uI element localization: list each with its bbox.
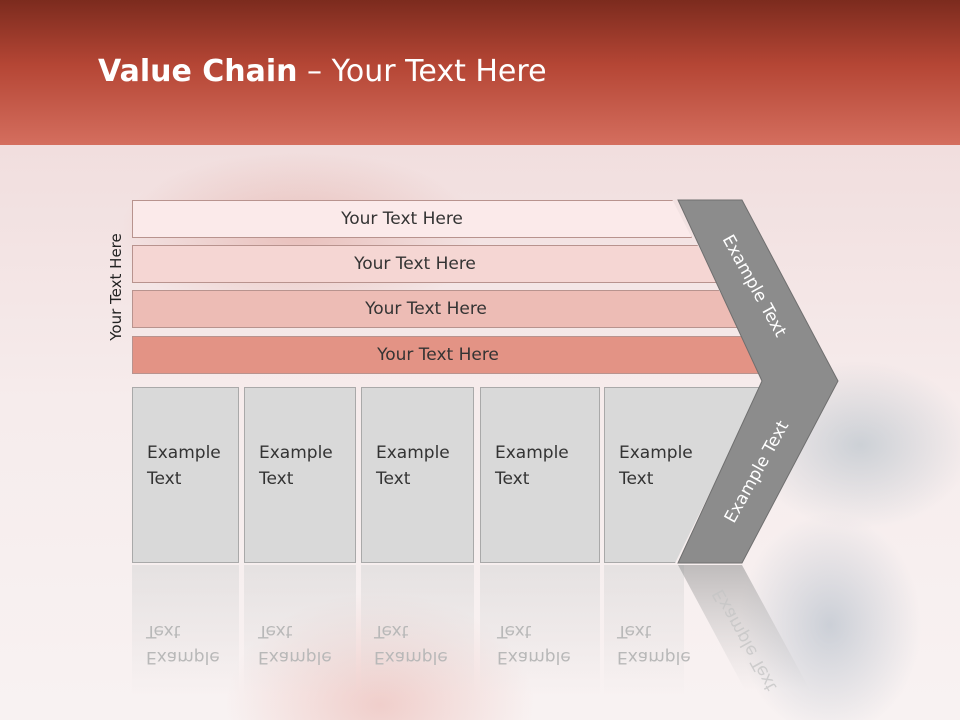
example-box-1: Example Text [132, 387, 239, 563]
box-3-line1: Example [376, 443, 450, 463]
bar-1-label: Your Text Here [341, 209, 463, 229]
bar-3: Your Text Here [132, 290, 740, 328]
box-4-line1: Example [495, 443, 569, 463]
box-1-line1: Example [147, 443, 221, 463]
bar-2: Your Text Here [132, 245, 718, 283]
chevron-shape [677, 199, 839, 564]
box-2-line2: Text [259, 469, 294, 489]
title-bold: Value Chain [98, 54, 298, 89]
chevron-reflection [678, 565, 810, 690]
box-2-line1: Example [259, 443, 333, 463]
example-box-3: Example Text [361, 387, 474, 563]
slide-title: Value Chain – Your Text Here [98, 54, 547, 89]
box-4-line2: Text [495, 469, 530, 489]
box-5-line1: Example [619, 443, 693, 463]
header-band [0, 0, 960, 145]
box-reflection-1 [132, 565, 239, 695]
bar-4-label: Your Text Here [377, 345, 499, 365]
box-reflection-3 [361, 565, 474, 695]
box-reflection-2 [244, 565, 356, 695]
box-reflection-4 [480, 565, 600, 695]
box-3-line2: Text [376, 469, 411, 489]
bar-2-label: Your Text Here [354, 254, 476, 274]
bar-1: Your Text Here [132, 200, 692, 238]
title-rest: – Your Text Here [297, 54, 547, 89]
box-1-line2: Text [147, 469, 182, 489]
box-5-line2: Text [619, 469, 654, 489]
example-box-4: Example Text [480, 387, 600, 563]
bar-3-label: Your Text Here [365, 299, 487, 319]
example-box-2: Example Text [244, 387, 356, 563]
box-reflection-5 [604, 565, 684, 695]
bar-4: Your Text Here [132, 336, 764, 374]
